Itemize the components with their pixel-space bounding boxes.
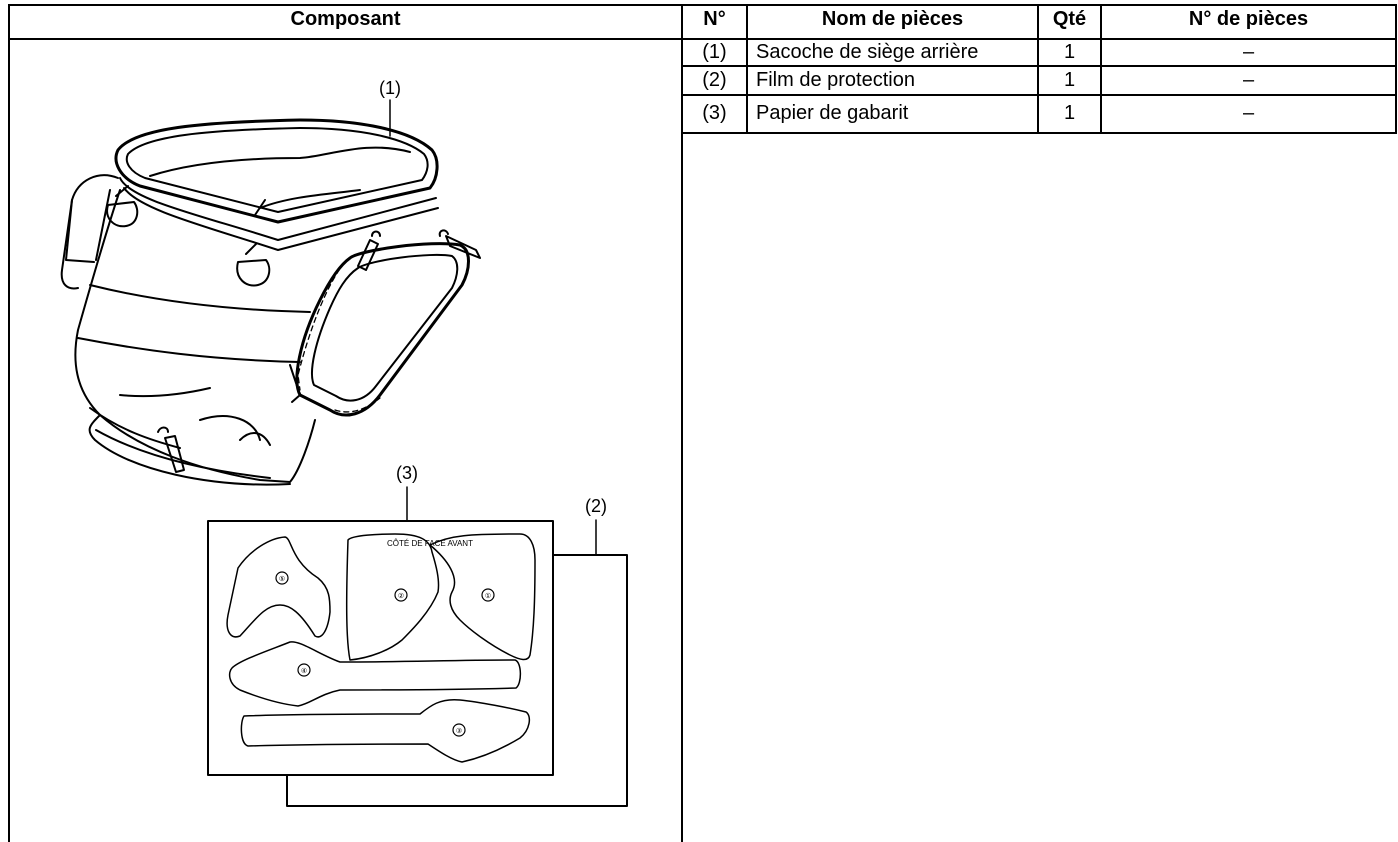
- row-3-qte: 1: [1063, 102, 1076, 124]
- row-1-no: (1): [702, 41, 727, 63]
- row-1-qte: 1: [1063, 41, 1076, 63]
- header-no-pieces: N° de pièces: [1188, 8, 1309, 30]
- template-piece-2: [345, 533, 440, 661]
- template-piece-4: [228, 641, 522, 707]
- callout-film: (2): [585, 496, 607, 516]
- row-3-nom: Papier de gabarit: [756, 102, 909, 124]
- piece-number-3: ③: [456, 727, 462, 735]
- row-1-nom: Sacoche de siège arrière: [756, 41, 979, 63]
- row-2-nom: Film de protection: [756, 69, 915, 91]
- template-piece-3: [240, 698, 531, 763]
- template-piece-1: [429, 533, 536, 661]
- row-2-no: (2): [702, 69, 727, 91]
- header-nom: Nom de pièces: [821, 8, 964, 30]
- row-2-qte: 1: [1063, 69, 1076, 91]
- piece-number-4: ④: [301, 667, 307, 675]
- row-2-no-pieces: –: [1242, 69, 1255, 91]
- rear-seat-bag-drawing: [60, 99, 481, 486]
- header-qte: Qté: [1052, 8, 1087, 30]
- piece-number-2: ②: [398, 592, 404, 600]
- template-caption: CÔTÉ DE FACE AVANT: [387, 539, 473, 548]
- protective-film-outline: [286, 554, 628, 807]
- template-piece-5: [226, 536, 331, 638]
- callout-template: (3): [396, 463, 418, 483]
- row-3-no-pieces: –: [1242, 102, 1255, 124]
- header-composant: Composant: [290, 8, 401, 30]
- template-paper-outline: [207, 520, 554, 776]
- row-3-no: (3): [702, 102, 727, 124]
- callout-bag: (1): [379, 78, 401, 98]
- row-1-no-pieces: –: [1242, 41, 1255, 63]
- header-no: N°: [703, 8, 726, 30]
- piece-number-1: ①: [485, 592, 491, 600]
- component-illustration: (1) (3) (2) CÔTÉ DE FACE AVANT ⑤ ② ① ④ ③: [60, 78, 628, 807]
- piece-number-5: ⑤: [279, 575, 285, 583]
